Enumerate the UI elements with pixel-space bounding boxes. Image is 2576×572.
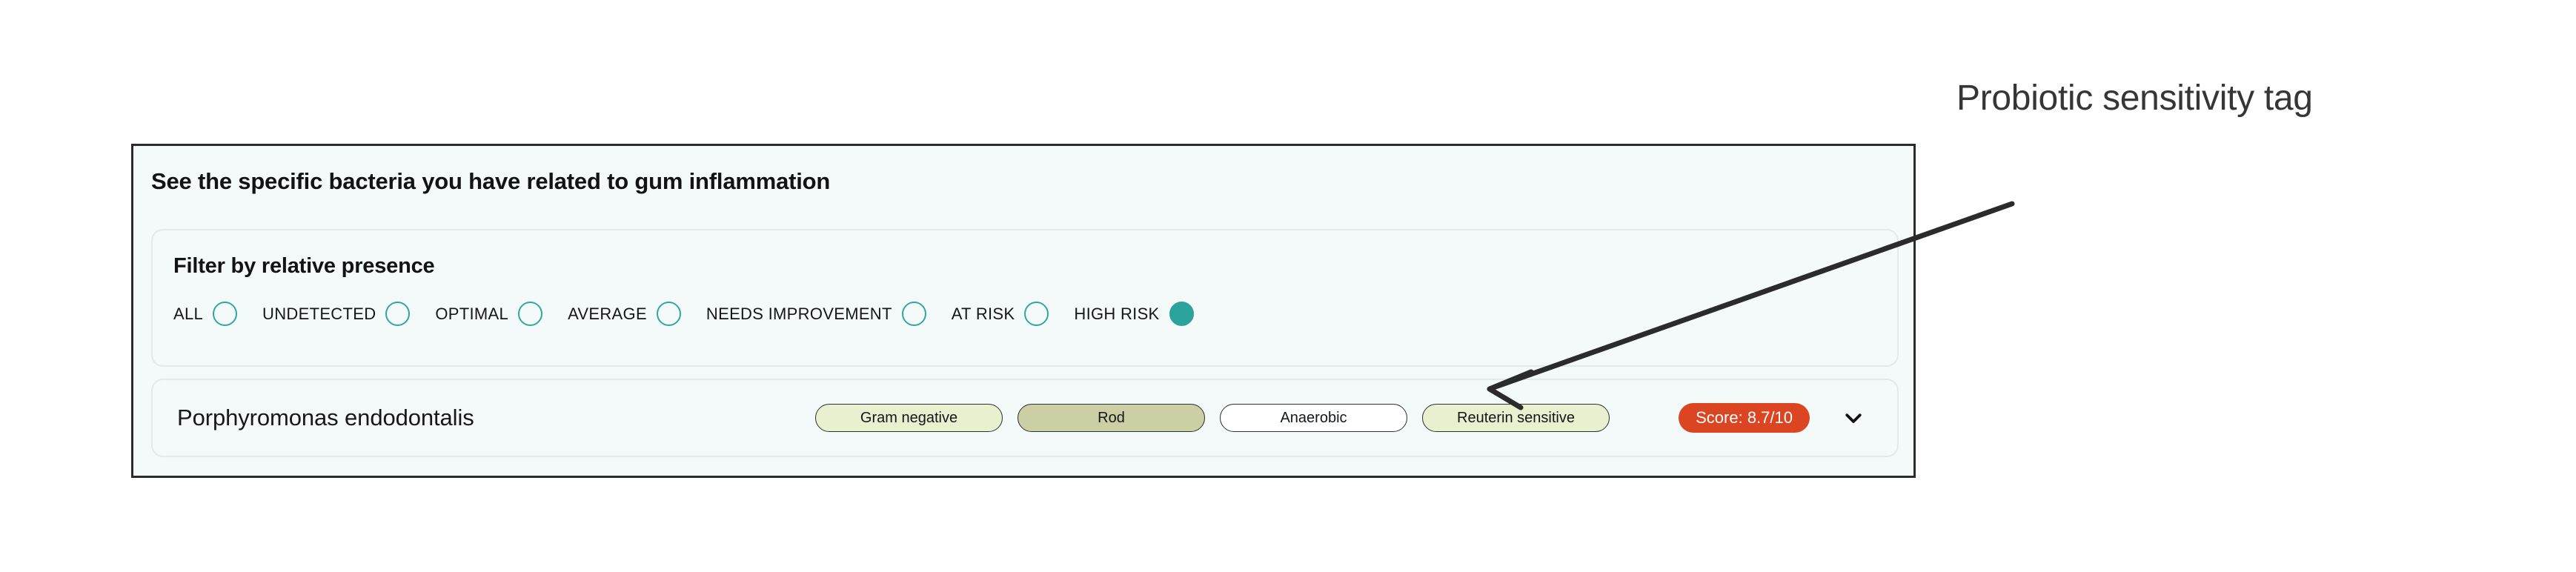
bacteria-name: Porphyromonas endodontalis [177,405,474,430]
tag-gram-negative: Gram negative [815,404,1003,432]
filter-option-label: AT RISK [951,304,1015,323]
filter-option-label: UNDETECTED [262,304,376,323]
tag-rod: Rod [1018,404,1205,432]
filter-option-needs-improvement[interactable]: NEEDS IMPROVEMENT [706,302,926,326]
filter-option-at-risk[interactable]: AT RISK [952,302,1049,326]
filter-option-label: OPTIMAL [435,304,509,323]
radio-circle-icon[interactable] [213,302,238,326]
filter-option-high-risk[interactable]: HIGH RISK [1074,302,1194,326]
filter-option-average[interactable]: AVERAGE [568,302,681,326]
radio-circle-icon[interactable] [385,302,411,326]
filter-option-group: ALL UNDETECTED OPTIMAL AVERAGE NEEDS IMP… [173,302,1194,326]
tag-reuterin-sensitive: Reuterin sensitive [1422,404,1610,432]
radio-circle-icon[interactable] [518,302,543,326]
filter-panel: Filter by relative presence ALL UNDETECT… [151,229,1899,367]
radio-circle-icon[interactable] [901,302,926,326]
status-badge-score: Score: 8.7/10 [1679,403,1810,433]
annotation-label: Probiotic sensitivity tag [1956,79,2313,118]
bacteria-tag-list: Gram negative Rod Anaerobic Reuterin sen… [815,404,1610,432]
filter-option-optimal[interactable]: OPTIMAL [435,302,543,326]
page-title: See the specific bacteria you have relat… [151,168,831,194]
bacteria-result-row[interactable]: Porphyromonas endodontalis Gram negative… [151,379,1899,457]
filter-option-undetected[interactable]: UNDETECTED [262,302,411,326]
gum-inflammation-bacteria-card: See the specific bacteria you have relat… [131,144,1916,478]
filter-option-label: NEEDS IMPROVEMENT [706,304,892,323]
filter-option-all[interactable]: ALL [173,302,238,326]
filter-option-label: HIGH RISK [1074,304,1160,323]
tag-anaerobic: Anaerobic [1220,404,1407,432]
radio-circle-selected-icon[interactable] [1169,302,1194,326]
filter-panel-title: Filter by relative presence [173,254,435,278]
chevron-down-icon[interactable] [1842,407,1865,429]
radio-circle-icon[interactable] [1024,302,1049,326]
radio-circle-icon[interactable] [656,302,681,326]
filter-option-label: AVERAGE [568,304,647,323]
filter-option-label: ALL [173,304,204,323]
